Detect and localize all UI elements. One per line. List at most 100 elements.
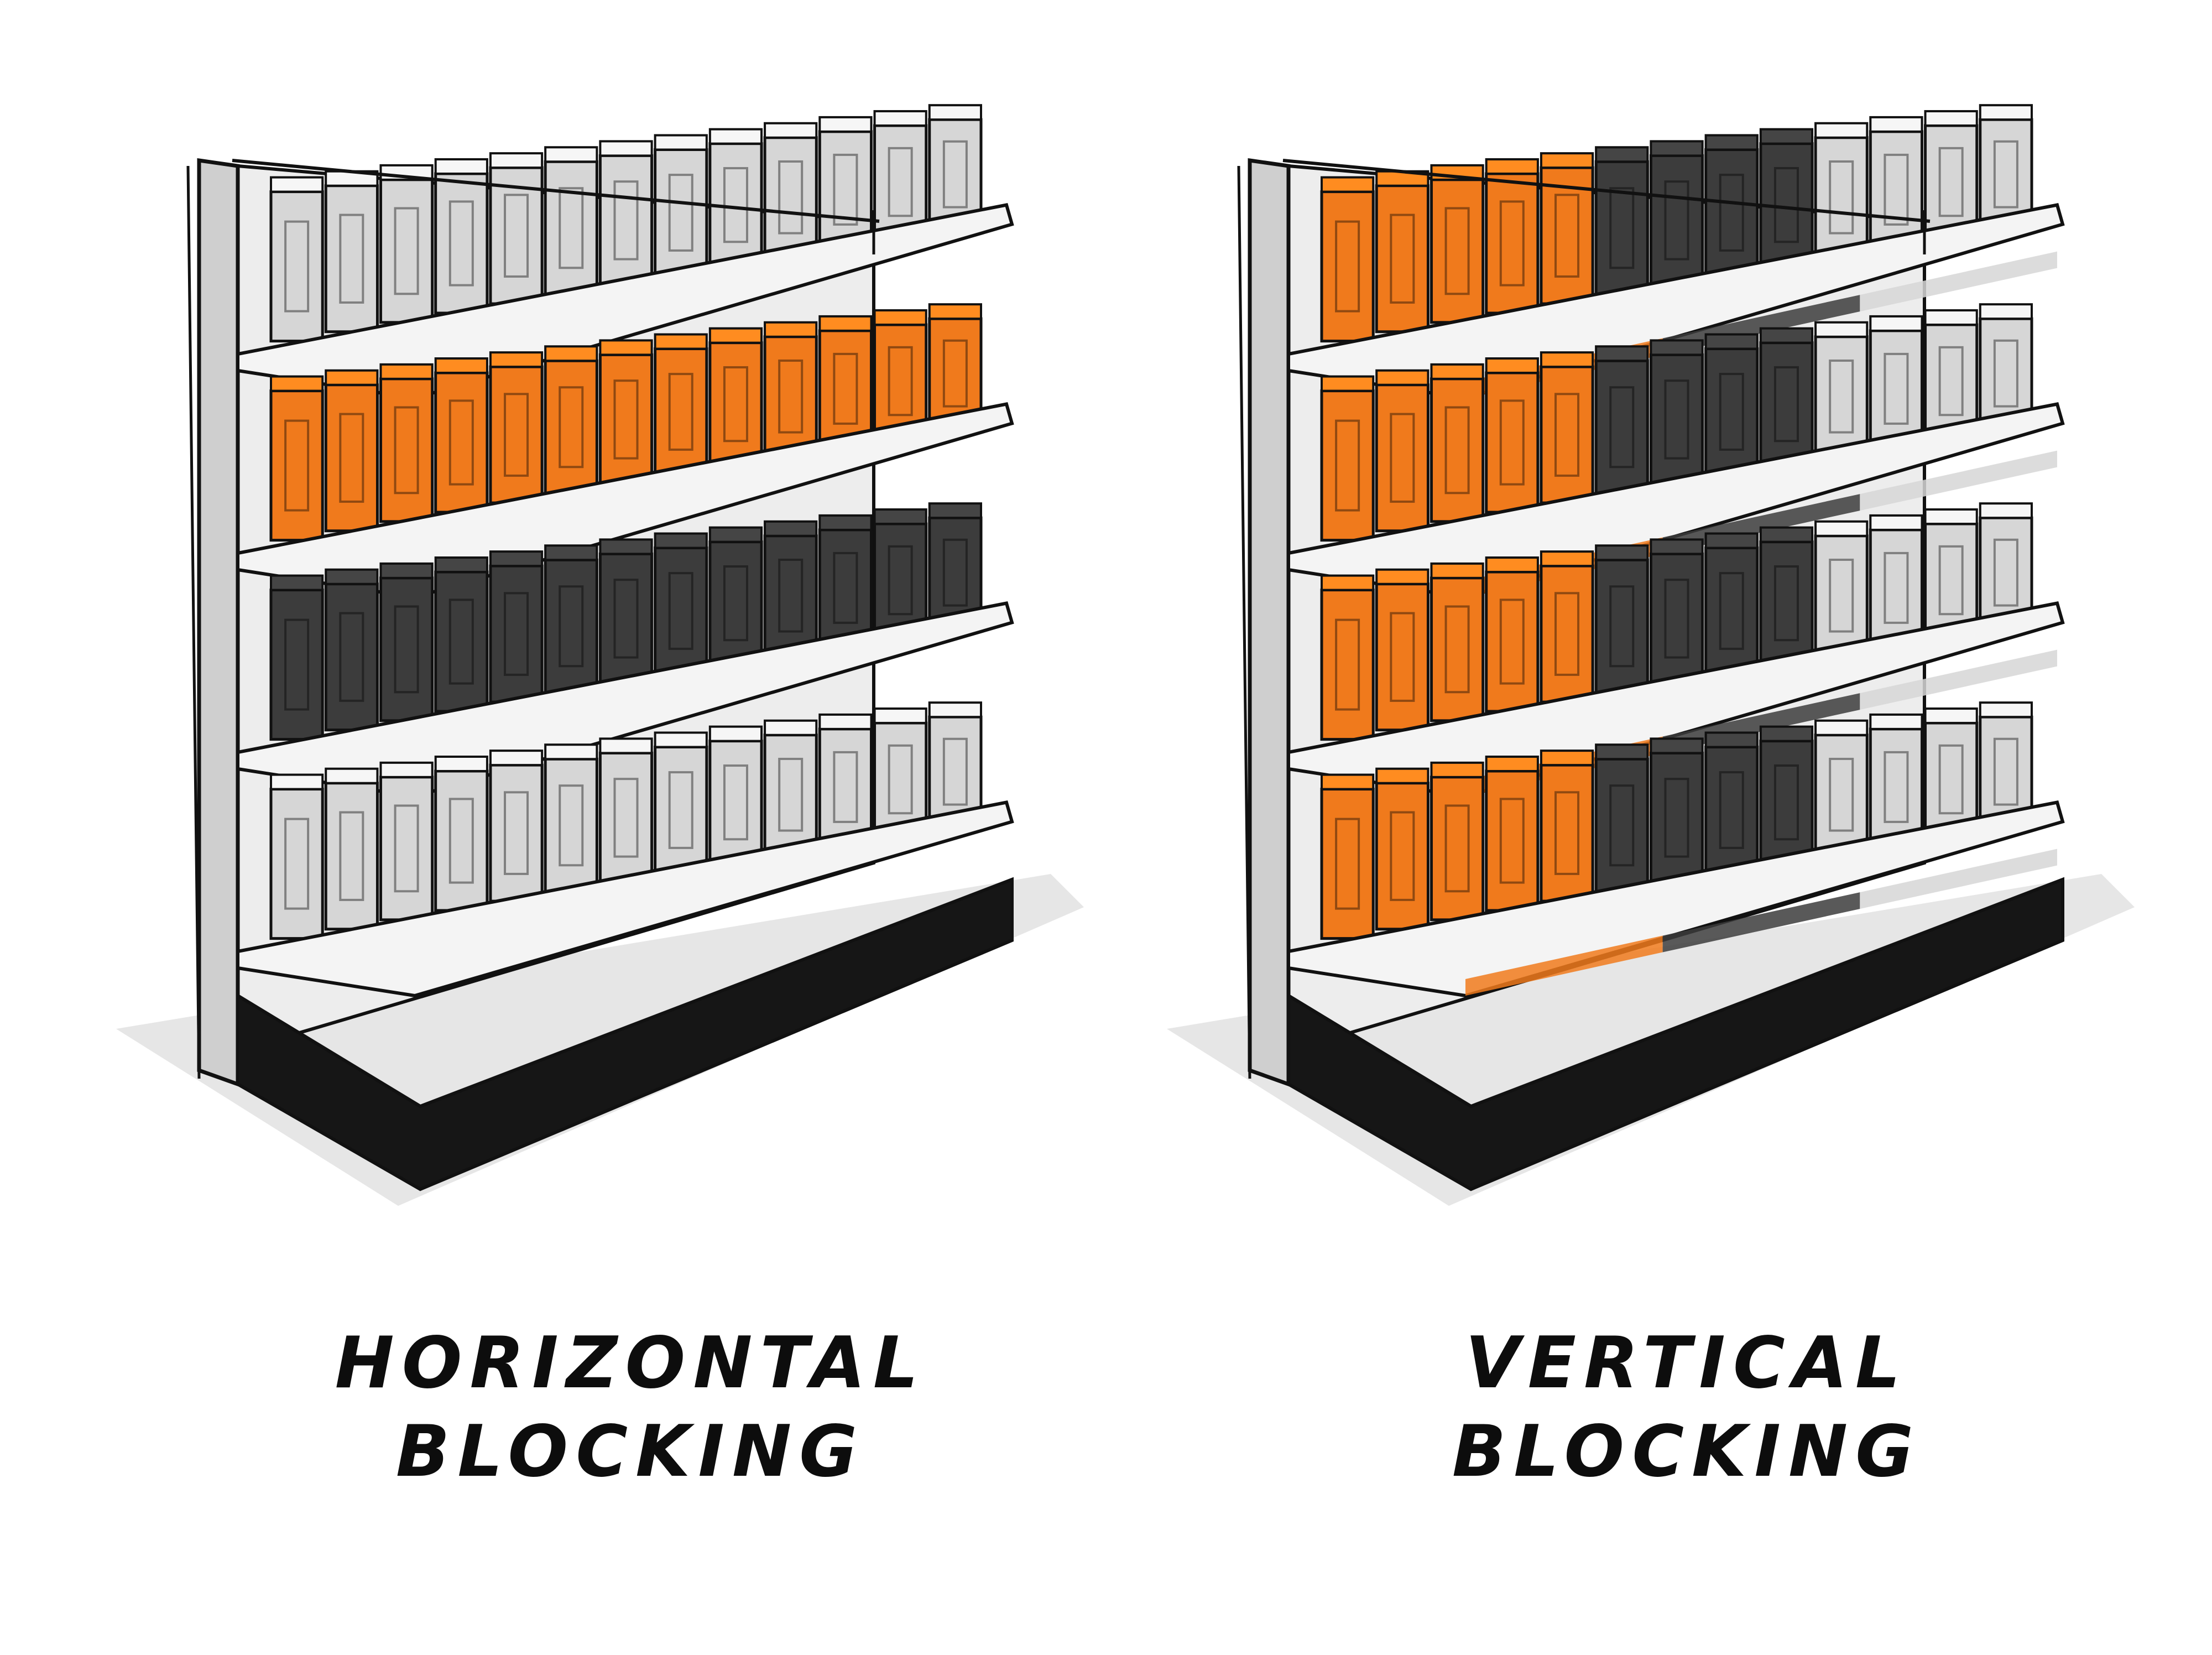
product-box-top — [1321, 574, 1375, 591]
product-label — [1993, 737, 2018, 806]
left-upright — [1248, 158, 1291, 1087]
product-label — [942, 339, 968, 408]
product-box — [379, 576, 434, 722]
product-box — [1320, 389, 1375, 542]
product-box-top — [1595, 146, 1649, 163]
product-label — [504, 592, 529, 676]
product-box — [1869, 130, 1924, 249]
product-box-top — [1650, 737, 1704, 754]
product-box-top — [599, 538, 653, 555]
product-box — [379, 178, 434, 324]
product-box-top — [1814, 520, 1869, 537]
product-box — [489, 763, 544, 903]
product-label — [1719, 771, 1744, 849]
base-kickplate — [1287, 877, 2064, 1191]
product-box-top — [379, 363, 434, 380]
product-box — [1759, 540, 1814, 667]
product-label — [1554, 194, 1580, 278]
horizontal-blocking-caption: HORIZONTAL BLOCKING — [299, 1319, 962, 1496]
shelf-lip — [1287, 800, 2065, 998]
product-box — [818, 130, 873, 249]
vertical-blocking-shelf — [1167, 104, 2135, 1206]
product-box — [324, 582, 379, 732]
product-label — [888, 346, 913, 417]
product-label — [1609, 187, 1635, 269]
product-box — [763, 534, 818, 657]
product-box-top — [1979, 104, 2033, 121]
product-box-top — [928, 303, 983, 320]
product-label — [778, 558, 804, 633]
product-box-top — [1869, 713, 1923, 730]
product-box-top — [325, 369, 379, 386]
product-box-top — [1650, 140, 1704, 157]
product-box-top — [1430, 562, 1484, 579]
base-kickplate — [236, 877, 1014, 1191]
product-label — [448, 798, 474, 884]
product-box — [1704, 347, 1759, 477]
product-label — [613, 579, 639, 659]
product-box — [1375, 383, 1430, 533]
shelf-lip — [236, 800, 1014, 998]
product-box — [1320, 589, 1375, 741]
product-label — [1609, 386, 1635, 469]
product-label — [1444, 605, 1470, 694]
product-label — [559, 187, 584, 269]
product-box-top — [708, 327, 763, 344]
shelf-lip — [236, 203, 1014, 400]
shelf-lip — [236, 601, 1014, 799]
product-box — [269, 589, 324, 741]
product-label — [1499, 598, 1525, 685]
product-box — [1649, 353, 1704, 486]
product-box — [1540, 564, 1594, 704]
product-box — [763, 136, 818, 259]
caption-line-1: VERTICAL — [1465, 1322, 1908, 1404]
product-label — [723, 167, 748, 243]
product-box — [1704, 148, 1759, 278]
product-box-top — [1924, 508, 1978, 525]
product-box-top — [1540, 351, 1594, 368]
product-box — [269, 389, 324, 542]
product-box — [818, 727, 873, 847]
product-box-top — [1650, 339, 1704, 356]
product-box — [654, 148, 708, 278]
product-box — [1320, 788, 1375, 940]
product-box-top — [270, 375, 324, 392]
product-box — [324, 782, 379, 931]
product-label — [723, 764, 748, 841]
product-box — [654, 347, 708, 477]
product-label — [833, 751, 858, 823]
product-label — [1664, 778, 1689, 858]
product-box-top — [434, 158, 488, 175]
product-label — [1993, 339, 2018, 408]
product-label — [1335, 818, 1360, 910]
product-label — [1499, 200, 1525, 287]
product-label — [1938, 346, 1964, 417]
product-box — [1375, 582, 1430, 732]
product-box — [1704, 547, 1759, 676]
product-box — [1814, 335, 1869, 458]
product-label — [1719, 174, 1744, 252]
product-box — [1430, 178, 1485, 324]
product-box-top — [1979, 303, 2033, 320]
product-box — [489, 365, 544, 504]
product-label — [1938, 744, 1964, 815]
product-label — [833, 551, 858, 624]
product-label — [1554, 393, 1580, 477]
product-box-top — [764, 321, 818, 338]
product-box-top — [1814, 321, 1869, 338]
product-box — [873, 721, 928, 837]
product-label — [668, 771, 693, 849]
product-box — [598, 353, 654, 486]
product-box-top — [873, 508, 927, 525]
product-box-top — [1869, 116, 1923, 133]
product-label — [504, 194, 529, 278]
product-box-top — [708, 725, 763, 742]
product-box-top — [1759, 327, 1814, 344]
product-box-top — [764, 122, 818, 139]
product-label — [1773, 565, 1799, 642]
product-box-top — [544, 544, 598, 561]
product-box — [324, 184, 379, 334]
product-box — [1430, 776, 1485, 922]
product-box — [1485, 172, 1540, 315]
